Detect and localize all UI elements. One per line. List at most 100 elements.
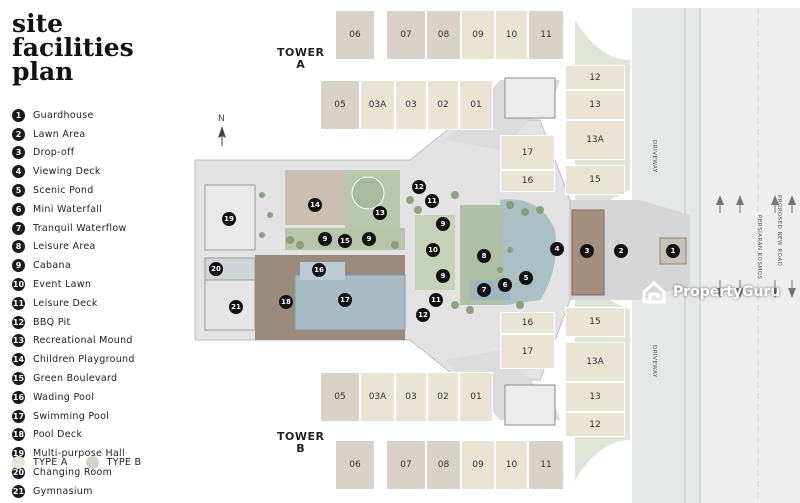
- legend-label: Multi-purpose Hall: [33, 448, 125, 460]
- type-a-swatch: [12, 456, 25, 469]
- legend-label: BBQ Pit: [33, 316, 71, 328]
- tower-a-line2: A: [296, 58, 306, 71]
- legend-label: Mini Waterfall: [33, 203, 103, 215]
- facility-marker: 9: [436, 217, 450, 231]
- legend-label: Gymnasium: [33, 485, 93, 497]
- unit-a-02: 02: [427, 80, 459, 130]
- unit-b-07: 07: [386, 440, 426, 490]
- unit-b-02: 02: [427, 372, 459, 422]
- page-title: site facilities plan: [12, 11, 134, 86]
- unit-a-12: 12: [565, 65, 625, 90]
- legend-number: 17: [12, 409, 25, 423]
- facility-marker: 6: [498, 278, 512, 292]
- legend-number: 13: [12, 334, 25, 348]
- proposed-new-road-label: PROPOSED NEW ROAD: [776, 195, 782, 267]
- facility-marker: 3: [580, 244, 594, 258]
- legend-number: 5: [12, 184, 25, 198]
- unit-a-07: 07: [386, 10, 426, 60]
- road-arrows: [716, 195, 796, 298]
- road-strip: [700, 8, 800, 503]
- legend-number: 11: [12, 296, 25, 310]
- unit-a-05: 05: [320, 80, 360, 130]
- unit-a-16: 16: [500, 170, 555, 192]
- unit-b-12: 12: [565, 412, 625, 437]
- facility-marker: 21: [229, 300, 243, 314]
- unit-a-06: 06: [335, 10, 375, 60]
- unit-b-06: 06: [335, 440, 375, 490]
- facility-marker: 15: [338, 234, 352, 248]
- legend-label: Lawn Area: [33, 128, 86, 140]
- facility-marker: 11: [425, 194, 439, 208]
- type-b-label: TYPE B: [106, 457, 142, 468]
- legend-number: 21: [12, 484, 25, 498]
- type-b-swatch: [85, 456, 99, 469]
- legend-number: 15: [12, 372, 25, 386]
- legend-label: Tranquil Waterflow: [33, 222, 127, 234]
- legend-item: 18 Pool Deck: [12, 426, 135, 445]
- watermark: PropertyGuru: [640, 278, 780, 306]
- north-label: N: [218, 114, 225, 124]
- facility-marker: 14: [308, 198, 322, 212]
- unit-b-13: 13: [565, 382, 625, 412]
- tower-b-line2: B: [296, 442, 306, 455]
- lift-core: [504, 384, 556, 426]
- unit-b-13a: 13A: [565, 342, 625, 382]
- facility-marker: 17: [338, 293, 352, 307]
- facility-marker: 13: [373, 206, 387, 220]
- legend-number: 4: [12, 165, 25, 179]
- legend-item: 21 Gymnasium: [12, 482, 135, 501]
- legend-label: Viewing Deck: [33, 166, 101, 178]
- unit-a-01: 01: [459, 80, 493, 130]
- persiaran-kosmos-label: PERSIARAN KOSMOS: [756, 215, 762, 280]
- legend-number: 1: [12, 108, 25, 122]
- facility-marker: 9: [362, 232, 376, 246]
- legend-number: 6: [12, 202, 25, 216]
- tower-b-label: TOWER B: [277, 431, 324, 455]
- mound-circle: [351, 176, 385, 210]
- unit-a-03a: 03A: [360, 80, 395, 130]
- legend-number: 18: [12, 428, 25, 442]
- unit-b-16: 16: [500, 312, 555, 334]
- facility-marker: 9: [318, 232, 332, 246]
- unit-a-08: 08: [426, 10, 461, 60]
- legend-number: 3: [12, 146, 25, 160]
- unit-a-11: 11: [528, 10, 564, 60]
- unit-b-15: 15: [565, 307, 625, 337]
- unit-type-legend: TYPE A TYPE B: [12, 456, 159, 469]
- legend-number: 7: [12, 221, 25, 235]
- facility-marker: 4: [550, 242, 564, 256]
- facility-marker: 1: [666, 244, 680, 258]
- legend-label: Pool Deck: [33, 429, 83, 441]
- legend-number: 9: [12, 259, 25, 273]
- facility-marker: 7: [477, 283, 491, 297]
- unit-a-15: 15: [565, 165, 625, 195]
- lift-core: [504, 77, 556, 119]
- facility-marker: 9: [436, 269, 450, 283]
- legend-number: 12: [12, 315, 25, 329]
- legend-number: 8: [12, 240, 25, 254]
- facility-marker: 19: [222, 212, 236, 226]
- title-line: plan: [12, 57, 74, 86]
- unit-b-03a: 03A: [360, 372, 395, 422]
- type-a-legend: TYPE A: [12, 456, 68, 469]
- tower-a-line1: TOWER: [277, 46, 325, 59]
- driveway-label-top: DRIVEWAY: [651, 140, 657, 173]
- facility-marker: 12: [412, 180, 426, 194]
- legend-label: Leisure Area: [33, 241, 96, 253]
- driveway-label-bottom: DRIVEWAY: [651, 345, 657, 378]
- unit-a-13a: 13A: [565, 120, 625, 160]
- legend-label: Wading Pool: [33, 391, 95, 403]
- watermark-text: PropertyGuru: [673, 284, 781, 300]
- title-line: facilities: [12, 33, 134, 62]
